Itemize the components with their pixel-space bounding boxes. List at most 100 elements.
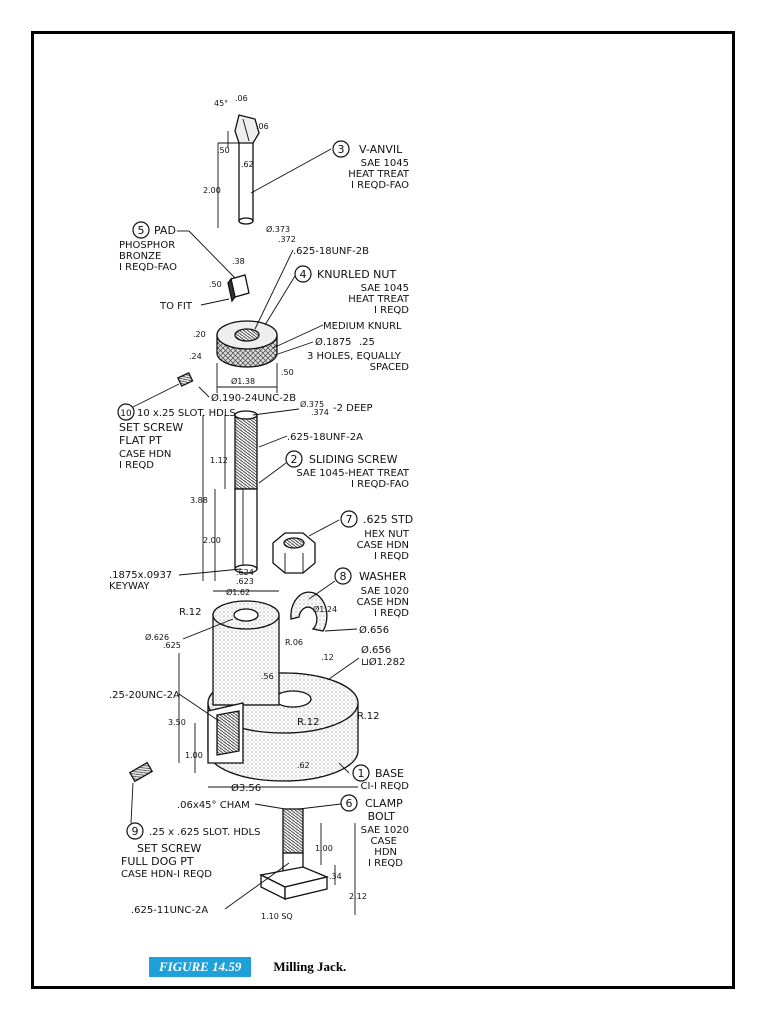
note-3-holes-2: SPACED (370, 362, 410, 373)
callout-4-line4: I REQD (374, 305, 409, 316)
balloon-3-number: 3 (338, 143, 345, 156)
note-deep: -2 DEEP (333, 403, 373, 414)
callout-7-line3: CASE HDN (357, 540, 409, 551)
balloon-2-number: 2 (291, 453, 298, 466)
callout-9-line2: FULL DOG PT (121, 855, 194, 868)
dim-375: Ø.375 (300, 399, 324, 409)
dim-62: .62 (241, 160, 254, 169)
dim-100a: 1.00 (185, 751, 203, 760)
dim-200b: 2.00 (203, 536, 221, 545)
note-unc-2b: Ø.190-24UNC-2B (211, 392, 296, 404)
dim-r12a: R.12 (179, 607, 202, 618)
sliding-screw-part (234, 410, 258, 574)
dim-24: .24 (189, 352, 202, 361)
callout-10-line4: I REQD (119, 460, 154, 471)
figure-number: FIGURE 14.59 (149, 957, 252, 977)
callout-3-line3: HEAT TREAT (348, 169, 410, 180)
balloon-3 (332, 140, 350, 158)
callout-10-line2: FLAT PT (119, 434, 162, 447)
dim-374: .374 (311, 408, 329, 417)
callout-6-line4: CASE (371, 836, 398, 847)
callout-6-line5: HDN (374, 847, 397, 858)
hex-nut-part (272, 532, 316, 574)
callout-8-line4: I REQD (374, 608, 409, 619)
balloon-7-number: 7 (346, 513, 353, 526)
clamp-bolt-part (258, 808, 330, 901)
balloon-8-number: 8 (340, 570, 347, 583)
dim-50c: .50 (281, 368, 294, 377)
dim-34: .34 (329, 872, 342, 881)
dim-373: Ø.373 (266, 224, 290, 234)
callout-3-line1: V-ANVIL (359, 143, 403, 156)
balloon-8 (334, 567, 352, 585)
balloon-7 (340, 510, 358, 528)
callout-2-line2: SAE 1045-HEAT TREAT (296, 468, 410, 479)
dim-06a: .06 (235, 94, 248, 103)
note-cham: .06x45° CHAM (177, 800, 250, 811)
dim-100b: 1.00 (315, 844, 333, 853)
balloon-9 (126, 822, 144, 840)
balloon-4-number: 4 (300, 268, 307, 281)
callout-3-line2: SAE 1045 (361, 158, 409, 169)
dim-138: Ø1.38 (231, 376, 255, 386)
dim-656: Ø.656 (359, 624, 389, 636)
dim-06b: .06 (256, 122, 269, 131)
note-3-holes-1: 3 HOLES, EQUALLY (307, 351, 402, 362)
dim-56: .56 (261, 672, 274, 681)
callout-10-line1: SET SCREW (119, 421, 183, 434)
note-hole-depth: .25 (359, 337, 375, 348)
dim-624: .624 (236, 568, 254, 577)
callout-2-line1: SLIDING SCREW (309, 453, 398, 466)
dim-162: Ø1.62 (226, 587, 250, 597)
balloon-5-number: 5 (138, 224, 145, 237)
dim-r12c: R.12 (357, 711, 380, 722)
dim-20: .20 (193, 330, 206, 339)
figure-title: Milling Jack. (273, 959, 347, 974)
dim-62b: .62 (297, 761, 310, 770)
callout-4-line2: SAE 1045 (361, 283, 409, 294)
note-unc-2a-b: .625-11UNC-2A (131, 905, 208, 916)
dim-212: 2.12 (349, 892, 367, 901)
callout-8-line2: SAE 1020 (361, 586, 409, 597)
callout-1-line2: CI-I REQD (360, 781, 409, 792)
dim-356: Ø3.56 (231, 782, 261, 794)
balloon-10 (117, 403, 135, 421)
callout-4-line1: KNURLED NUT (317, 268, 396, 281)
figure-caption: FIGURE 14.59 Milling Jack. (149, 957, 346, 977)
balloon-9-number: 9 (132, 825, 139, 838)
washer-part (290, 591, 328, 632)
dim-38: .38 (232, 257, 245, 266)
note-lip-dim2: ⊔Ø1.282 (361, 656, 405, 668)
pad-part (227, 274, 250, 303)
callout-7-line2: HEX NUT (364, 529, 410, 540)
dim-110: 1.10 SQ (261, 912, 293, 921)
callout-6-line3: SAE 1020 (361, 825, 409, 836)
callout-5-line3: I REQD-FAO (119, 262, 177, 273)
balloon-6-number: 6 (346, 797, 353, 810)
dim-50: .50 (217, 146, 230, 155)
callout-3-line4: I REQD-FAO (351, 180, 409, 191)
balloon-5 (132, 221, 150, 239)
dim-r12b: R.12 (297, 717, 320, 728)
callout-5-line1: PHOSPHOR (119, 240, 175, 251)
dim-anvil-angle: 45° (214, 99, 228, 108)
callout-9-line1: SET SCREW (137, 842, 201, 855)
dim-626: Ø.626 (145, 632, 169, 642)
set-screw-9-part (128, 761, 154, 783)
dim-12: .12 (321, 653, 334, 662)
balloon-1-number: 1 (358, 767, 365, 780)
balloon-6 (340, 794, 358, 812)
milling-jack-drawing: 45° .06 .06 .50 .62 2.00 Ø.373 .372 3 V-… (109, 94, 413, 921)
note-to-fit: TO FIT (159, 301, 193, 312)
callout-6-line1: CLAMP (365, 797, 403, 810)
dim-r06: R.06 (285, 638, 303, 647)
callout-6-line6: I REQD (368, 858, 403, 869)
balloon-2 (285, 450, 303, 468)
dim-124: Ø1.24 (313, 604, 337, 614)
callout-4-line3: HEAT TREAT (348, 294, 410, 305)
callout-7-line4: I REQD (374, 551, 409, 562)
callout-9-line3: CASE HDN-I REQD (121, 869, 212, 880)
note-unf-b: .625-18UNF-2B (293, 246, 369, 257)
dim-200a: 2.00 (203, 186, 221, 195)
dim-372: .372 (278, 235, 296, 244)
